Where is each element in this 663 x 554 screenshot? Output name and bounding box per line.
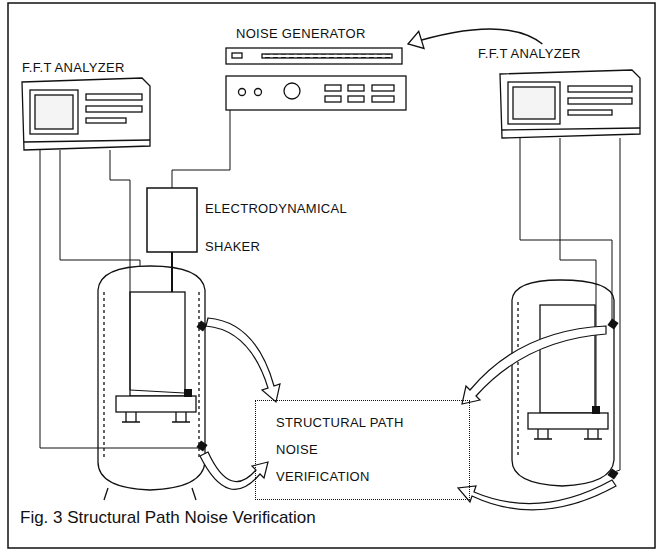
sensor [196,440,207,451]
node-label: STRUCTURAL PATH NOISE VERIFICATION [276,409,411,490]
node-label: F.F.T ANALYZER [22,60,152,75]
noise-generator [226,48,402,64]
flow-arrow [200,318,616,510]
noise-generator-node: NOISE GENERATOR [226,26,406,66]
shaker-node: ELECTRODYNAMICAL SHAKER [145,186,353,272]
node-label: ELECTRODYNAMICAL SHAKER [205,190,345,266]
verification-box: STRUCTURAL PATH NOISE VERIFICATION [255,400,470,500]
node-label: NOISE GENERATOR [236,26,406,41]
fft-analyzer [500,70,640,138]
sensor [607,318,618,329]
figure-caption: Fig. 3 Structural Path Noise Verificatio… [20,508,316,528]
compressor [512,280,614,486]
sensor [607,468,618,479]
curved-arrow [408,29,542,48]
fft-analyzer [22,78,150,150]
shaker-body [147,188,197,252]
fft-analyzer-node: F.F.T ANALYZER [476,46,642,138]
sensor [184,389,192,397]
power-amplifier [226,76,406,110]
sensor [592,406,600,414]
fft-analyzer-node: F.F.T ANALYZER [20,60,152,152]
node-label: F.F.T ANALYZER [478,46,642,61]
compressor [98,266,205,500]
